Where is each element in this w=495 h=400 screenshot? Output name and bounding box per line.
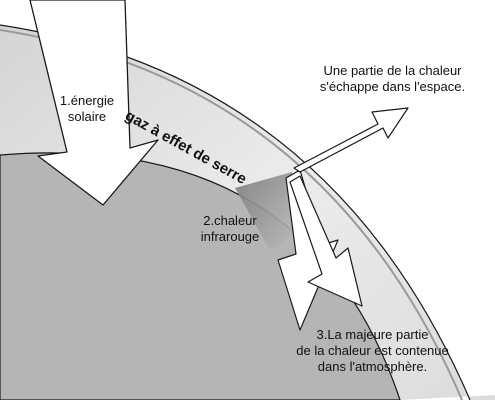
escaping-heat-arrow [293, 107, 409, 173]
infrared-heat-zone [235, 172, 300, 250]
solar-energy-line-2: solaire [67, 109, 107, 124]
solar-energy-arrow [29, 0, 159, 206]
trapped-heat-line-3: dans l'atmosphère. [317, 359, 428, 374]
trapped-heat-line-2: de la chaleur est contenue [296, 343, 449, 358]
heat-escape-line-2: s'échappe dans l'espace. [319, 79, 466, 94]
solar-energy-line-1: 1.énergie [59, 93, 115, 108]
infrared-heat-line-1: 2.chaleur [203, 213, 257, 228]
infrared-heat-label: 2.chaleur infrarouge [190, 213, 270, 245]
trapped-heat-label: 3.La majeure partie de la chaleur est co… [280, 327, 465, 375]
solar-energy-label: 1.énergie solaire [52, 93, 122, 125]
heat-escape-label: Une partie de la chaleur s'échappe dans … [300, 63, 485, 95]
trapped-heat-line-1: 3.La majeure partie [316, 327, 429, 342]
infrared-heat-line-2: infrarouge [200, 229, 260, 244]
heat-escape-line-1: Une partie de la chaleur [323, 63, 462, 78]
trapped-heat-arrow [289, 175, 363, 307]
